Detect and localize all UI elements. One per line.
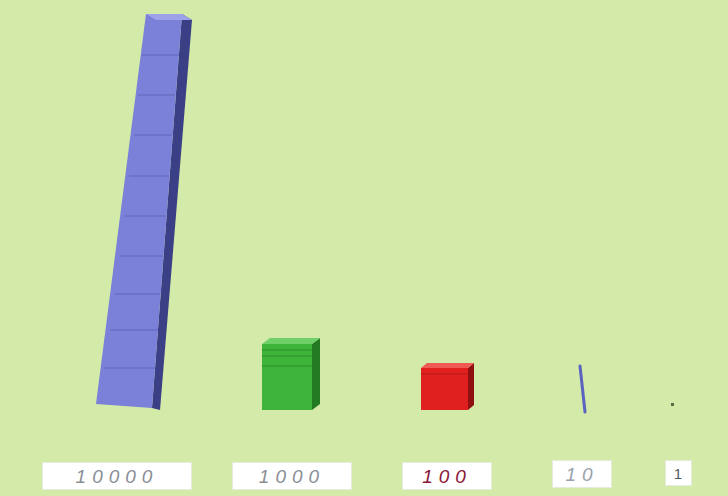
ten-rod	[580, 366, 585, 412]
value-text: 1	[674, 466, 682, 481]
ten-label: 10	[552, 460, 612, 488]
unit-cube	[671, 403, 674, 406]
value-text: 10000	[76, 467, 159, 486]
thousand-cube	[262, 338, 320, 410]
value-text: 10	[565, 465, 598, 484]
one-label: 1	[665, 460, 692, 486]
ten-thousand-column	[96, 14, 192, 410]
hundred-label: 100	[402, 462, 492, 490]
value-text: 1000	[259, 467, 325, 486]
value-text: 100	[422, 467, 472, 486]
ten-thousand-label: 10000	[42, 462, 192, 490]
thousand-label: 1000	[232, 462, 352, 490]
hundred-square	[421, 363, 474, 410]
